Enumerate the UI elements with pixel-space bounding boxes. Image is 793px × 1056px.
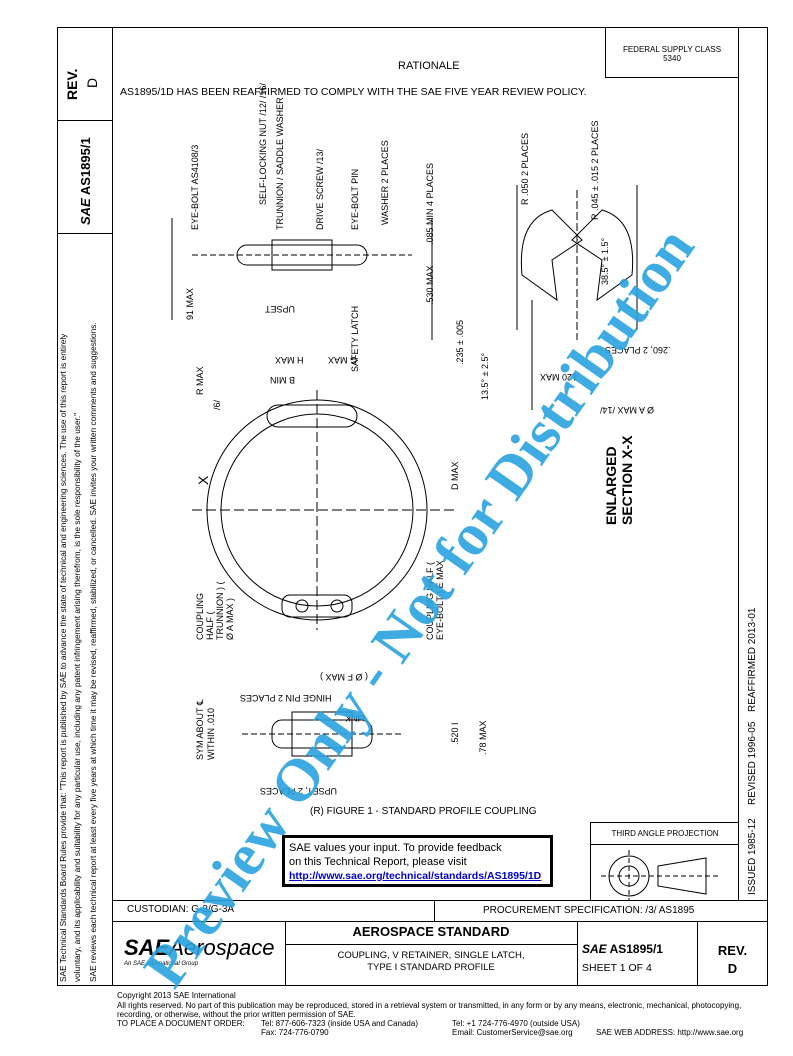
drawing-label: G MAX xyxy=(328,355,358,365)
drawing-label: .78 MAX xyxy=(478,720,488,755)
tel-us: Tel: 877-606-7323 (inside USA and Canada… xyxy=(261,1019,418,1028)
fsc-label: FEDERAL SUPPLY CLASS xyxy=(622,45,722,54)
divider xyxy=(112,921,768,922)
projection-title: THIRD ANGLE PROJECTION xyxy=(591,823,739,845)
feedback-box: SAE values your input. To provide feedba… xyxy=(282,835,553,887)
divider xyxy=(738,27,739,900)
drawing-label: R .050 2 PLACES xyxy=(520,132,530,205)
divider xyxy=(112,900,768,901)
drawing-label: COUPLING HALF ( TRUNNION ) ( Ø A MAX ) xyxy=(195,581,235,641)
divider xyxy=(112,27,113,986)
drawing-label: EYE-BOLT PIN xyxy=(350,168,360,230)
rights-line-1: All rights reserved. No part of this pub… xyxy=(117,1001,742,1010)
notice-line-2: voluntary, and its applicability and sui… xyxy=(72,412,82,982)
reaffirmed-date: REAFFIRMED 2013-01 xyxy=(747,607,758,712)
copyright: Copyright 2013 SAE International xyxy=(117,991,236,1000)
document-title: COUPLING, V RETAINER, SINGLE LATCH, TYPE… xyxy=(285,950,577,974)
title-line: COUPLING, V RETAINER, SINGLE LATCH, xyxy=(337,950,525,961)
drawing-label: B MIN xyxy=(270,375,296,385)
rev-label: REV. xyxy=(717,943,748,958)
divider xyxy=(697,921,698,986)
sae-logo: SAE xyxy=(78,198,93,225)
side-view-latch xyxy=(242,711,402,757)
drawing-label: /6/ xyxy=(212,399,222,410)
doc-number-side: SAE AS1895/1 xyxy=(78,137,93,225)
drawing-label: .235 ± .005 xyxy=(455,320,465,365)
page-frame xyxy=(57,27,768,986)
procurement-spec: PROCUREMENT SPECIFICATION: /3/ AS1895 xyxy=(483,905,695,916)
rationale-heading: RATIONALE xyxy=(398,60,460,72)
drawing-label: H MAX xyxy=(275,355,304,365)
divider xyxy=(577,921,578,986)
drawing-label: 91 MAX xyxy=(185,287,195,320)
feedback-link[interactable]: http://www.sae.org/technical/standards/A… xyxy=(289,870,542,882)
divider xyxy=(434,900,435,921)
coupling-drawing xyxy=(171,185,638,757)
title-line: TYPE I STANDARD PROFILE xyxy=(367,962,495,973)
divider xyxy=(57,233,112,234)
drawing-label: .520 I xyxy=(450,722,460,745)
rev-label-side: REV. xyxy=(64,68,80,100)
drawing-label: SYM ABOUT ℄ WITHIN .010 xyxy=(195,699,216,760)
notice-line-3: SAE reviews each technical report at lea… xyxy=(88,322,98,982)
drawing-label: 13.5° ± 2.5° xyxy=(480,352,490,400)
section-marker: X xyxy=(195,475,211,485)
federal-supply-class-box: FEDERAL SUPPLY CLASS 5340 xyxy=(605,27,739,78)
fax: Fax: 724-776-0790 xyxy=(261,1028,329,1037)
logo-tagline: An SAE International Group xyxy=(124,961,199,967)
front-view-ring xyxy=(192,390,457,630)
sae-aerospace-logo: SAEAerospace xyxy=(124,935,275,960)
figure-caption: (R) FIGURE 1 - STANDARD PROFILE COUPLING xyxy=(310,806,537,817)
drawing-label: .085 MIN 4 PLACES xyxy=(425,162,435,245)
rationale-text: AS1895/1D HAS BEEN REAFFIRMED TO COMPLY … xyxy=(120,86,587,98)
feedback-text: on this Technical Report, please visit xyxy=(289,856,467,868)
custodian: CUSTODIAN: G-3/G-3A xyxy=(127,904,235,915)
sheet-number: SHEET 1 OF 4 xyxy=(582,962,652,974)
standard-type: AEROSPACE STANDARD xyxy=(352,924,510,939)
section-x-x xyxy=(516,185,638,410)
divider xyxy=(57,120,112,121)
rev-value: D xyxy=(727,961,738,976)
drawing-label: Ø A MAX /14/ xyxy=(600,405,655,415)
drawing-label: WASHER 2 PLACES xyxy=(380,140,390,225)
top-view-latch xyxy=(171,218,433,340)
rights-line-2: recording, or otherwise, without the pri… xyxy=(117,1010,356,1019)
drawing-label: EYE-BOLT AS4108/3 xyxy=(190,144,200,230)
web-address: SAE WEB ADDRESS: http://www.sae.org xyxy=(596,1028,744,1037)
third-angle-projection-box: THIRD ANGLE PROJECTION xyxy=(590,822,739,901)
drawing-label: UPSET xyxy=(265,304,296,314)
divider xyxy=(285,944,577,945)
tel-intl: Tel: +1 724-776-4970 (outside USA) xyxy=(452,1019,580,1028)
drawing-label: DRIVE SCREW /13/ xyxy=(315,148,325,230)
doc-number-block: SAE AS1895/1 xyxy=(582,942,663,956)
drawing-label: R MAX xyxy=(195,366,205,395)
projection-symbol-icon xyxy=(601,850,721,901)
drawing-label: .530 MAX xyxy=(425,265,435,305)
notice-line-1: SAE Technical Standards Board Rules prov… xyxy=(58,333,68,982)
section-title: ENLARGED SECTION X-X xyxy=(603,435,635,525)
rev-value-side: D xyxy=(84,77,100,88)
email: Email: CustomerService@sae.org xyxy=(452,1028,573,1037)
rev-block: REV. D xyxy=(697,942,768,978)
doc-number-text: AS1895/1 xyxy=(78,137,93,196)
divider xyxy=(285,921,286,986)
issued-date: ISSUED 1985-12 xyxy=(747,818,758,895)
revised-date: REVISED 1996-05 xyxy=(747,721,758,805)
drawing-label: R .045 ± .015 2 PLACES xyxy=(590,120,600,221)
feedback-text: SAE values your input. To provide feedba… xyxy=(289,842,502,854)
drawing-label: TRUNNION / SADDLE WASHER xyxy=(275,97,285,230)
drawing-label: SELF-LOCKING NUT /12/ /16/ xyxy=(258,83,268,205)
drawing-label: D MAX xyxy=(450,461,460,490)
order-label: TO PLACE A DOCUMENT ORDER: xyxy=(117,1019,245,1028)
fsc-value: 5340 xyxy=(663,54,681,63)
